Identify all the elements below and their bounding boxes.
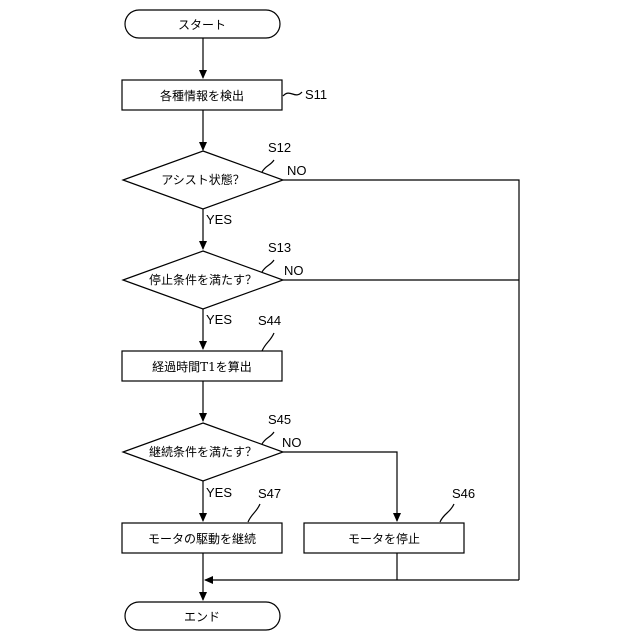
s44-leader [262, 333, 274, 351]
s11-leader [283, 92, 302, 96]
s46-process-text: モータを停止 [348, 531, 420, 546]
s45-step-label: S45 [268, 412, 291, 427]
s47-process-text: モータの駆動を継続 [148, 531, 256, 546]
s12-no-label: NO [287, 163, 307, 178]
s12-yes-label: YES [206, 212, 232, 227]
start-label: スタート [178, 18, 226, 32]
s12-step-label: S12 [268, 140, 291, 155]
s45-decision-text: 継続条件を満たす？ [149, 444, 257, 459]
s13-decision-text: 停止条件を満たす？ [149, 272, 257, 287]
s44-step-label: S44 [258, 313, 281, 328]
s47-step-label: S47 [258, 486, 281, 501]
s13-leader [262, 260, 274, 272]
s11-step-label: S11 [305, 87, 327, 102]
s12-no-return-line [283, 180, 519, 580]
s46-step-label: S46 [452, 486, 475, 501]
s47-leader [248, 504, 260, 522]
s13-yes-label: YES [206, 312, 232, 327]
s12-decision-text: アシスト状態？ [161, 172, 245, 187]
s45-yes-label: YES [206, 485, 232, 500]
arrow-s45-no-s46 [283, 452, 397, 521]
end-label: エンド [184, 610, 220, 624]
s11-process-text: 各種情報を検出 [160, 88, 244, 103]
s13-no-label: NO [284, 263, 304, 278]
s45-leader [262, 432, 274, 444]
s12-leader [262, 160, 274, 172]
s44-process-text: 経過時間T1を算出 [152, 359, 252, 374]
s45-no-label: NO [282, 435, 302, 450]
s13-step-label: S13 [268, 240, 291, 255]
s46-leader [440, 504, 454, 522]
